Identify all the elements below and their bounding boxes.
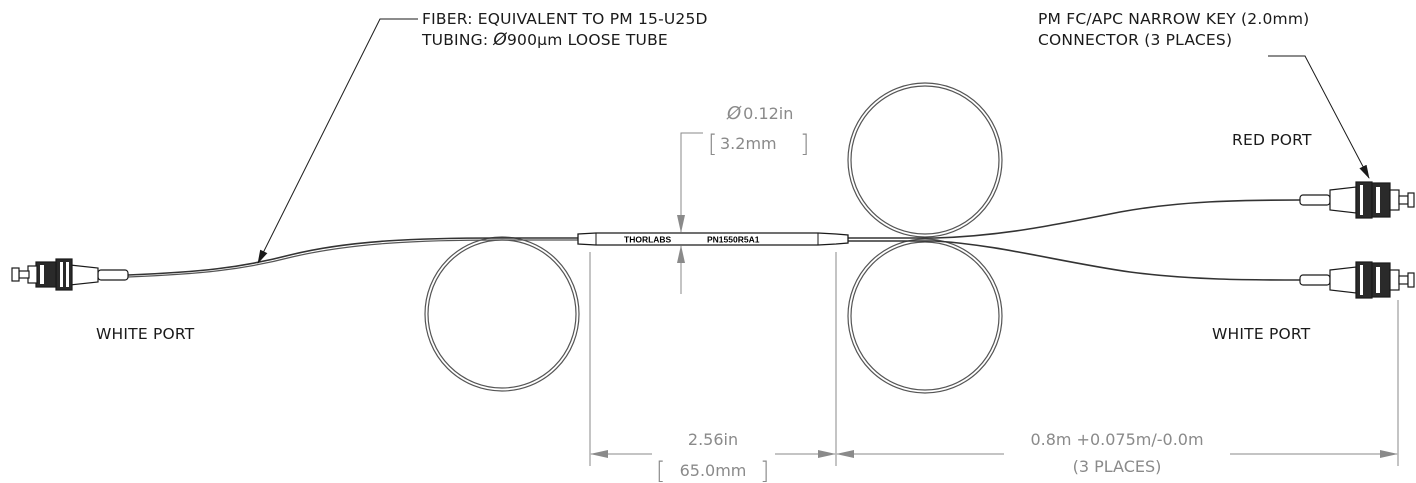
connector-callout-leader: [1268, 55, 1370, 179]
top-right-fiber-loop: [847, 82, 1003, 238]
right-white-port-fc-apc-connector: [1299, 261, 1415, 299]
diameter-open-bracket: [: [708, 130, 717, 158]
lead-length-dimension: [836, 300, 1399, 466]
left-white-port-label: WHITE PORT: [96, 325, 195, 343]
length-mm-label: 65.0mm: [680, 461, 747, 480]
connector-spec-label-line2: CONNECTOR (3 PLACES): [1038, 31, 1232, 49]
coupler-housing: THORLABS PN1550R5A1: [577, 232, 849, 246]
tubing-spec-label: TUBING: Ø900µm LOOSE TUBE: [421, 30, 668, 50]
left-fc-apc-connector: [11, 258, 129, 291]
left-fiber-loop-inner: [427, 239, 577, 389]
housing-part-number: PN1550R5A1: [707, 235, 760, 245]
bottom-right-fiber-loop: [847, 238, 1003, 394]
housing-length-dimension: [589, 252, 837, 466]
left-fiber-lead-edge: [127, 239, 578, 278]
fiber-spec-label: FIBER: EQUIVALENT TO PM 15-U25D: [422, 10, 708, 28]
left-fiber-loop: [424, 236, 580, 392]
right-white-port-label: WHITE PORT: [1212, 325, 1311, 343]
length-open-bracket: [: [656, 457, 665, 483]
diameter-dimension: [677, 132, 703, 294]
fiber-callout-leader: [257, 18, 418, 264]
top-right-fiber-loop-inner: [850, 85, 1000, 235]
housing-brand: THORLABS: [624, 235, 672, 245]
diameter-close-bracket: ]: [800, 130, 809, 158]
diameter-mm-label: 3.2mm: [720, 134, 777, 153]
left-fiber-lead: [127, 237, 578, 276]
right-bottom-fiber-lead: [848, 240, 1301, 281]
lead-length-label: 0.8m +0.075m/-0.0m: [1030, 430, 1203, 449]
length-in-label: 2.56in: [688, 430, 738, 449]
red-port-fc-apc-connector: [1299, 181, 1415, 219]
connector-spec-label-line1: PM FC/APC NARROW KEY (2.0mm): [1038, 10, 1309, 28]
red-port-label: RED PORT: [1232, 131, 1312, 149]
length-close-bracket: ]: [760, 457, 769, 483]
bottom-right-fiber-loop-inner: [850, 241, 1000, 391]
right-top-fiber-lead: [848, 199, 1301, 239]
lead-qty-label: (3 PLACES): [1073, 457, 1162, 476]
